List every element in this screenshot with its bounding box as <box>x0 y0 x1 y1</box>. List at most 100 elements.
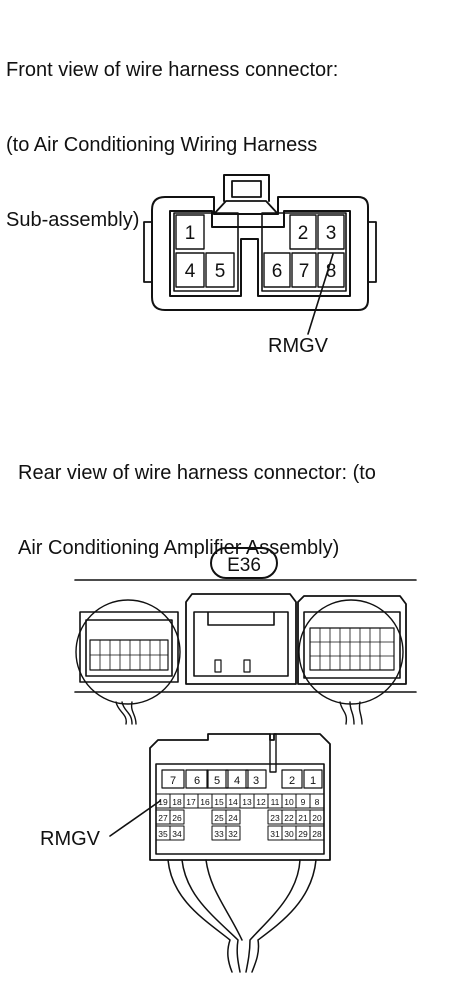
right-amp-connector <box>297 595 407 685</box>
rear-pin-31: 31 <box>270 829 280 839</box>
rear-pin-5: 5 <box>214 775 220 787</box>
rear-pin-34: 34 <box>172 829 182 839</box>
rear-pin-20: 20 <box>312 813 322 823</box>
front-rmgv-label: RMGV <box>268 335 328 357</box>
front-pin-cell-7 <box>291 252 317 288</box>
front-pin-cell-6 <box>263 252 291 288</box>
right-amp-connector-pin-grid <box>309 627 395 671</box>
rear-cell-3 <box>245 769 267 789</box>
rear-pin-26: 26 <box>172 813 182 823</box>
rear-caption-line-1: Rear view of wire harness connector: (to <box>18 462 376 484</box>
front-connector-lock-ramp <box>213 200 279 215</box>
front-connector-outer-shell <box>151 196 369 311</box>
front-caption-line-1: Front view of wire harness connector: <box>6 59 339 81</box>
rear-pin-33: 33 <box>214 829 224 839</box>
rear-pin-30: 30 <box>284 829 294 839</box>
rear-pin-8: 8 <box>315 797 320 807</box>
rear-pin-13: 13 <box>242 797 252 807</box>
left-amp-connector-pin-grid <box>89 639 169 671</box>
right-connector-wires <box>339 701 363 725</box>
rear-pin-10: 10 <box>284 797 294 807</box>
rear-pin-6: 6 <box>194 775 200 787</box>
front-connector-left-pin-block <box>173 212 239 292</box>
rear-pin-19: 19 <box>158 797 168 807</box>
rear-pin-1: 1 <box>310 775 316 787</box>
rear-pin-11: 11 <box>271 797 280 807</box>
left-amp-connector <box>79 611 179 683</box>
center-amp-connector <box>185 593 297 685</box>
rear-pin-12: 12 <box>256 797 266 807</box>
front-pin-cell-8 <box>317 252 345 288</box>
front-pin-cell-5 <box>205 252 235 288</box>
front-pin-5: 5 <box>215 261 226 282</box>
center-amp-connector-tab-right <box>243 659 251 673</box>
front-pin-8: 8 <box>326 261 337 282</box>
rear-rmgv-label: RMGV <box>40 828 100 850</box>
rear-cell-7 <box>161 769 185 789</box>
rear-cell-28 <box>309 825 325 841</box>
front-connector-right-latch <box>367 221 377 283</box>
connector-code-badge <box>210 547 278 579</box>
front-view-caption: Front view of wire harness connector: (t… <box>6 8 338 258</box>
front-connector-lock <box>223 174 270 202</box>
rear-connector-assembly: E36 <box>74 547 417 973</box>
rear-cell-2 <box>281 769 303 789</box>
center-amp-connector-tab-left <box>214 659 222 673</box>
enlarged-connector-body <box>155 763 325 855</box>
left-connector-highlight-circle <box>75 599 181 705</box>
rear-cell-26 <box>169 809 185 825</box>
front-rmgv-leader-line <box>307 253 334 335</box>
rear-pin-16: 16 <box>200 797 210 807</box>
front-pin-cell-4 <box>175 252 205 288</box>
enlarged-connector-lock <box>269 733 277 773</box>
right-amp-connector-inner <box>303 611 401 679</box>
rear-pin-14: 14 <box>228 797 238 807</box>
front-connector: 1 2 3 4 5 6 7 8 <box>143 174 377 335</box>
rear-cell-1 <box>303 769 323 789</box>
rear-pin-25: 25 <box>214 813 224 823</box>
rear-pin-4: 4 <box>234 775 240 787</box>
front-caption-line-2: (to Air Conditioning Wiring Harness <box>6 134 318 156</box>
front-pin-cell-3 <box>317 214 345 250</box>
rear-pin-3: 3 <box>253 775 259 787</box>
enlarged-connector-harness <box>167 859 317 973</box>
rear-caption-line-2: Air Conditioning Amplifier Assembly) <box>18 537 340 559</box>
front-connector-lock-tab <box>231 180 262 198</box>
rear-pin-2: 2 <box>289 775 295 787</box>
rear-pin-21: 21 <box>298 813 308 823</box>
center-amp-connector-cavity <box>193 611 289 677</box>
rear-pin-23: 23 <box>270 813 280 823</box>
front-pin-3: 3 <box>326 223 337 244</box>
rear-view-caption: Rear view of wire harness connector: (to… <box>18 411 376 586</box>
rear-pin-18: 18 <box>172 797 182 807</box>
connector-code: E36 <box>227 555 261 576</box>
rear-pin-27: 27 <box>158 813 168 823</box>
right-amp-connector-pins <box>309 627 395 671</box>
rear-cell-8 <box>309 793 325 809</box>
rear-pin-17: 17 <box>186 797 196 807</box>
rear-pin-15: 15 <box>214 797 224 807</box>
front-pin-cell-1 <box>175 214 205 250</box>
rear-cell-5 <box>206 769 229 789</box>
rear-cell-20 <box>309 809 325 825</box>
front-connector-left-cavity <box>169 210 351 297</box>
rear-rmgv-leader-line <box>109 800 161 837</box>
rear-pin-24: 24 <box>228 813 238 823</box>
rear-cell-6 <box>185 769 209 789</box>
rear-pin-29: 29 <box>298 829 308 839</box>
rear-pin-9: 9 <box>301 797 306 807</box>
rear-pin-32: 32 <box>228 829 238 839</box>
rear-pin-22: 22 <box>284 813 294 823</box>
front-connector-left-latch <box>143 221 153 283</box>
front-pin-1: 1 <box>185 223 196 244</box>
rear-pin-28: 28 <box>312 829 322 839</box>
front-caption-line-3: Sub-assembly) <box>6 209 140 231</box>
front-pin-6: 6 <box>272 261 283 282</box>
rear-cell-34 <box>169 825 185 841</box>
front-pin-cell-2 <box>289 214 317 250</box>
front-pin-7: 7 <box>299 261 310 282</box>
right-connector-highlight-circle <box>298 599 404 705</box>
left-connector-wires <box>115 701 137 725</box>
rear-cell-24 <box>225 809 241 825</box>
